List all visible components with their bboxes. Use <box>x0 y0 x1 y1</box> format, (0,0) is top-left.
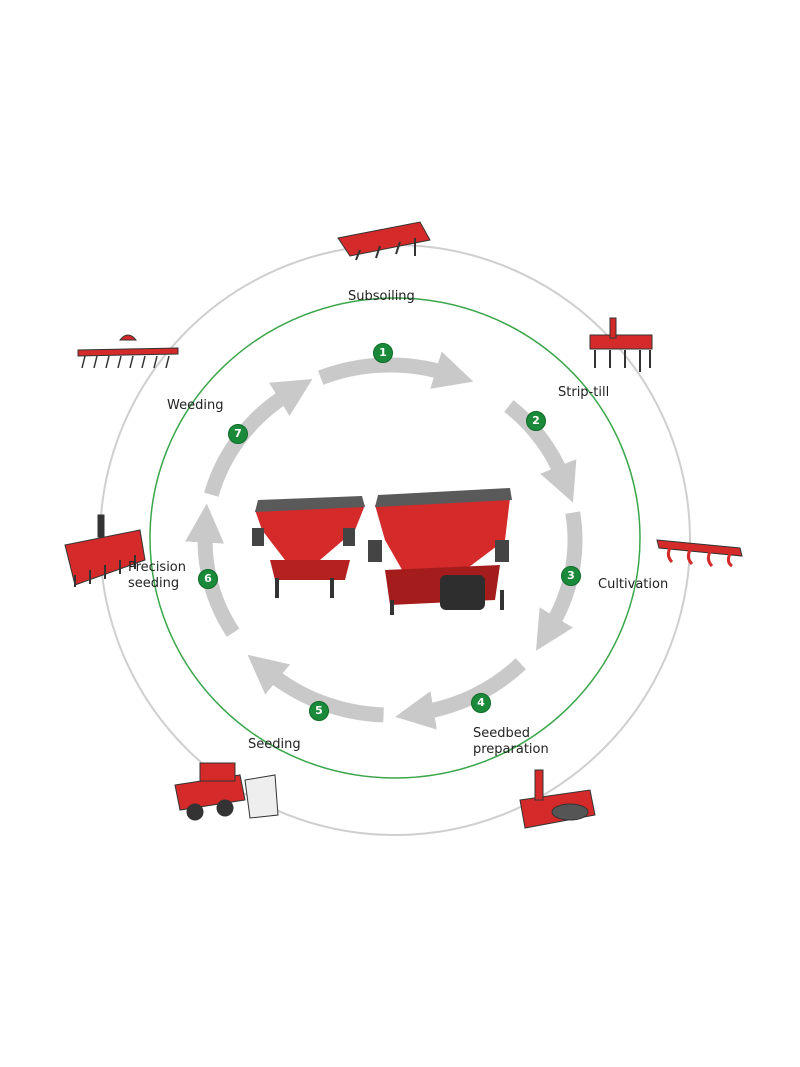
step-label-cultivation: Cultivation <box>598 577 669 592</box>
step-label-strip-till: Strip-till <box>558 385 610 400</box>
green-ring <box>149 297 641 779</box>
power-harrow-machine <box>519 769 596 829</box>
step-badge-2: 2 <box>526 411 546 431</box>
step-badge-6: 6 <box>198 569 218 589</box>
subsoiler-machine <box>337 221 431 261</box>
strip-till-machine <box>589 317 653 372</box>
step-label-weeding: Weeding <box>167 398 224 413</box>
weeder-machine <box>77 334 179 369</box>
step-label-subsoiling: Subsoiling <box>348 289 415 304</box>
label-line: Precision <box>128 560 187 575</box>
seed-drill-machine <box>174 762 279 821</box>
fertilizer-spreader-small <box>252 496 365 598</box>
step-label-seeding: Seeding <box>248 737 301 752</box>
step-badge-3: 3 <box>561 566 581 586</box>
label-line: seeding <box>128 576 180 591</box>
label-line: preparation <box>473 742 549 757</box>
cycle-arrow-1 <box>318 351 474 389</box>
step-badge-5: 5 <box>309 701 329 721</box>
fertilizer-spreader-large <box>368 488 512 615</box>
label-line: Seedbed <box>473 726 531 741</box>
cultivator-machine <box>656 539 743 568</box>
cycle-arrow-2 <box>504 400 577 503</box>
precision-seeder-machine <box>64 514 146 587</box>
step-badge-1: 1 <box>373 343 393 363</box>
step-badge-4: 4 <box>471 693 491 713</box>
step-badge-7: 7 <box>228 424 248 444</box>
